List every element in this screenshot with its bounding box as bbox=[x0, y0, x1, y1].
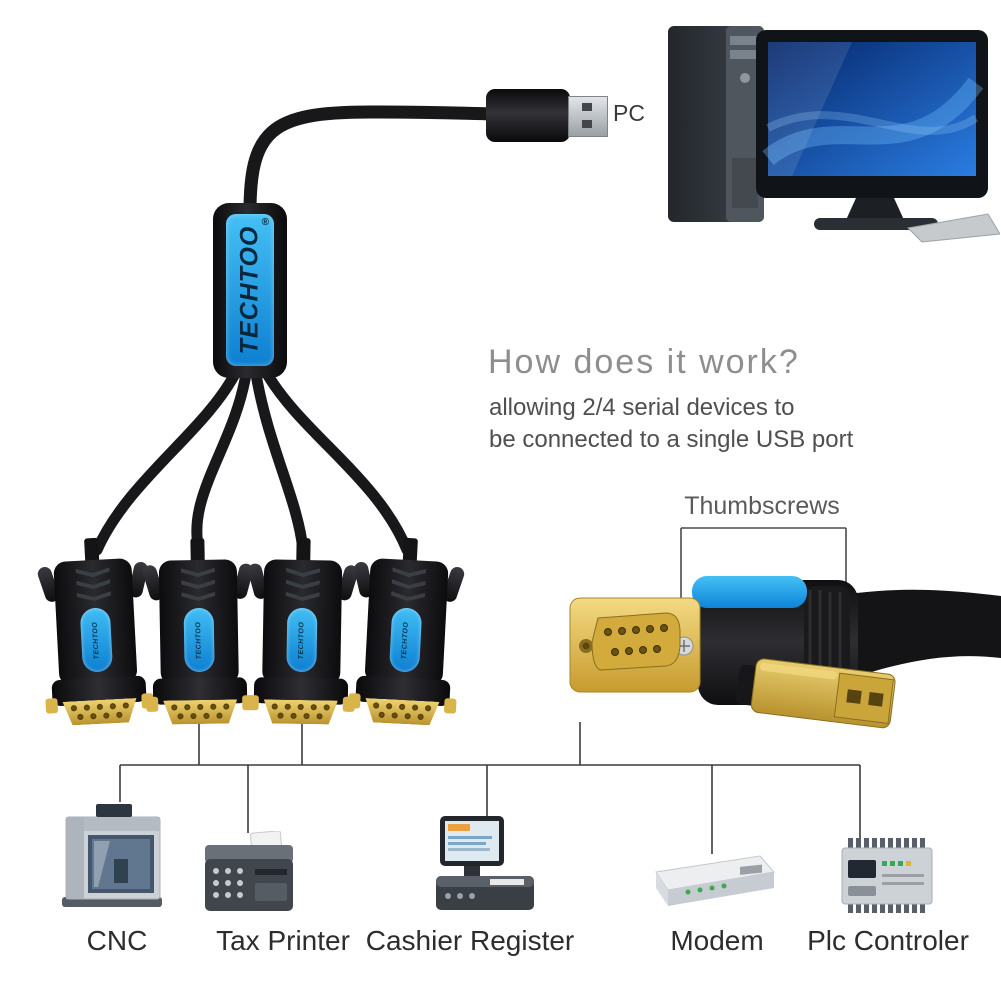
brand-text: TECHTOO bbox=[235, 225, 264, 355]
gold-screw-tab bbox=[246, 695, 259, 711]
grip-chevron bbox=[76, 579, 110, 590]
db9-connector-2: TECHTOO bbox=[141, 537, 255, 729]
usb-plug-body bbox=[486, 89, 570, 142]
grip-chevron bbox=[181, 568, 215, 578]
cashier-register-icon bbox=[432, 814, 538, 917]
device-label-cnc: CNC bbox=[86, 925, 148, 956]
db9-pin-face bbox=[163, 699, 237, 724]
db9-pin-face bbox=[63, 698, 138, 726]
device-label-tax-printer: Tax Printer bbox=[216, 925, 350, 956]
how-it-works-line1: allowing 2/4 serial devices to bbox=[489, 394, 795, 421]
db9-closeup-illustration bbox=[552, 540, 1001, 745]
how-it-works-title: How does it work? bbox=[488, 343, 800, 381]
cnc-machine-icon bbox=[56, 799, 168, 915]
connector-body: TECHTOO bbox=[53, 558, 138, 686]
grip-chevron bbox=[392, 567, 426, 578]
db9-serial-connector: TECHTOO bbox=[141, 537, 255, 729]
registered-mark: ® bbox=[261, 217, 269, 228]
connector-body: TECHTOO bbox=[364, 558, 449, 686]
device-label-modem: Modem bbox=[670, 925, 764, 956]
usb-cable bbox=[243, 105, 502, 225]
brand-capsule: TECHTOO bbox=[388, 607, 423, 673]
serial-cable-2 bbox=[191, 368, 252, 556]
db9-connector-4: TECHTOO bbox=[347, 535, 467, 730]
pc-illustration bbox=[656, 8, 1000, 244]
device-label-cashier-register: Cashier Register bbox=[365, 925, 575, 956]
grip-chevron bbox=[76, 567, 110, 578]
how-it-works-line2: be connected to a single USB port bbox=[489, 426, 854, 453]
db9-pin-face bbox=[263, 699, 337, 724]
monitor-stand bbox=[846, 198, 904, 220]
grip-chevron bbox=[181, 592, 215, 602]
connector-body: TECHTOO bbox=[262, 559, 343, 685]
serial-cable-3 bbox=[250, 368, 309, 556]
plc-controller-icon bbox=[836, 836, 938, 916]
gold-screw-tab bbox=[146, 696, 159, 712]
db9-connector-1: TECHTOO bbox=[35, 535, 155, 730]
tax-printer-icon bbox=[199, 831, 299, 919]
monitor-screen bbox=[768, 42, 976, 176]
closeup-cable bbox=[842, 589, 1001, 682]
serial-cable-1 bbox=[91, 366, 242, 556]
modem-icon bbox=[644, 850, 778, 914]
db9-serial-connector: TECHTOO bbox=[246, 537, 360, 729]
closeup-dsub bbox=[591, 612, 681, 671]
grip-chevron bbox=[391, 579, 425, 590]
gold-screw-tab bbox=[443, 698, 457, 714]
usb-plug bbox=[486, 89, 608, 142]
grip-chevron bbox=[286, 568, 320, 578]
grip-chevron bbox=[286, 580, 320, 590]
db9-connector-3: TECHTOO bbox=[246, 537, 360, 729]
closeup-pins bbox=[604, 624, 668, 656]
usb-serial-adapter-hub: TECHTOO ® bbox=[213, 203, 287, 378]
brand-capsule: TECHTOO bbox=[183, 607, 215, 673]
grip-chevron bbox=[181, 580, 215, 590]
pc-label: PC bbox=[613, 100, 645, 126]
gold-screw-tab bbox=[347, 693, 361, 709]
thumbscrews-label: Thumbscrews bbox=[684, 492, 840, 520]
closeup-blue-band bbox=[692, 576, 807, 608]
closeup-usb-connector bbox=[735, 658, 896, 729]
brand-capsule: TECHTOO bbox=[79, 607, 114, 673]
gold-screw-tab bbox=[45, 698, 59, 714]
usb-metal-shield bbox=[568, 96, 608, 137]
keyboard bbox=[906, 213, 1000, 243]
brand-capsule: TECHTOO bbox=[286, 607, 318, 673]
usb-shield-hole bbox=[582, 103, 592, 111]
usb-shield-hole bbox=[582, 120, 592, 128]
db9-pin-face bbox=[364, 698, 439, 726]
device-label-plc-controller: Plc Controler bbox=[807, 925, 969, 956]
brand-plate: TECHTOO ® bbox=[226, 214, 274, 366]
grip-chevron bbox=[286, 592, 320, 602]
db9-serial-connector: TECHTOO bbox=[347, 535, 467, 730]
connector-body: TECHTOO bbox=[158, 559, 239, 685]
db9-serial-connector: TECHTOO bbox=[35, 535, 155, 730]
grip-chevron bbox=[77, 591, 111, 602]
serial-cable-4 bbox=[260, 366, 413, 556]
grip-chevron bbox=[391, 591, 425, 602]
